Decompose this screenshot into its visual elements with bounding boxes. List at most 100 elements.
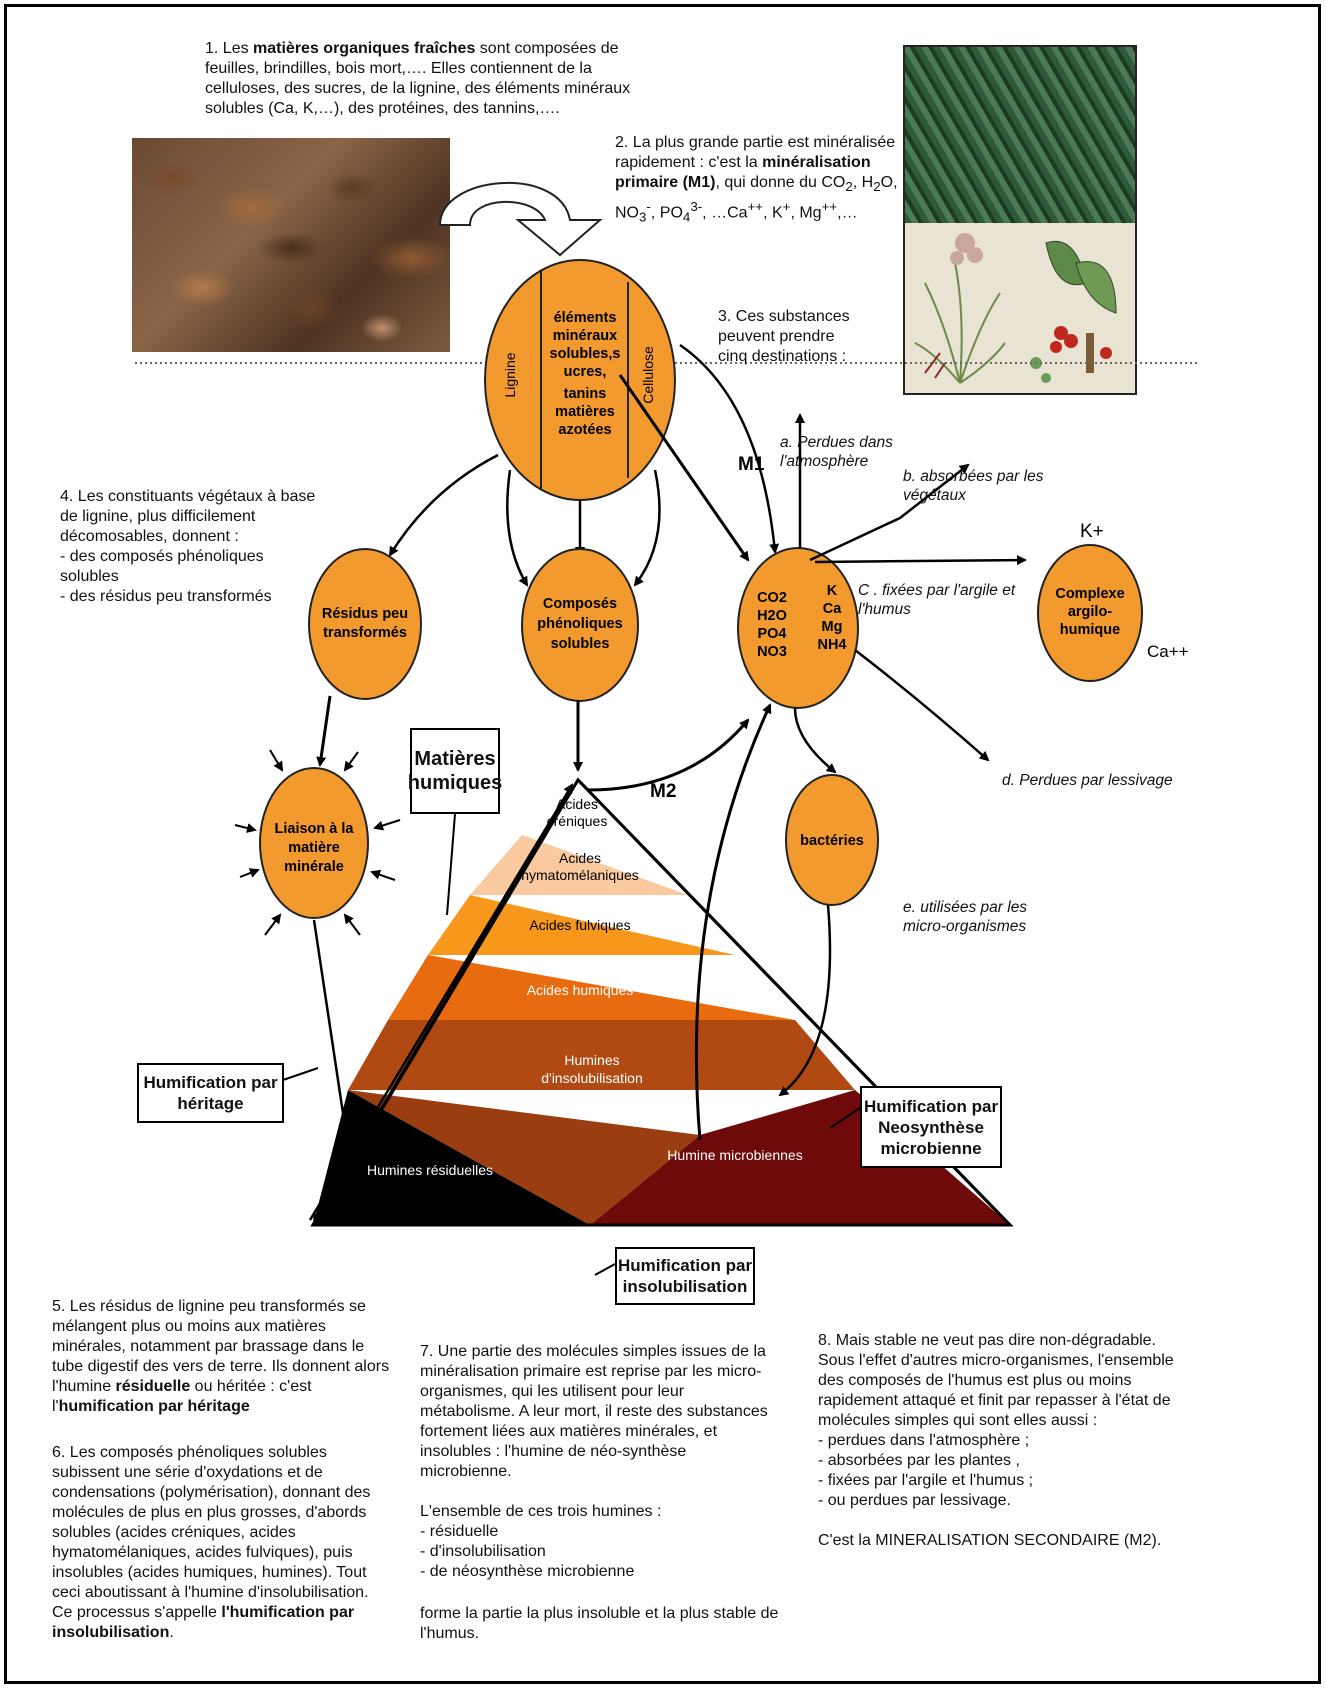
p2-text: , Mg bbox=[790, 204, 822, 222]
connector-neosynthese bbox=[829, 1107, 861, 1129]
p8-text: 8. Mais stable ne veut pas dire non-dégr… bbox=[818, 1332, 1174, 1429]
paragraph-5: 5. Les résidus de lignine peu transformé… bbox=[52, 1297, 392, 1417]
layer-humines-resid-label: Humines résiduelles bbox=[367, 1162, 493, 1178]
paragraph-3: 3. Ces substances peuvent prendre cinq d… bbox=[718, 307, 868, 367]
residus-node bbox=[308, 548, 422, 700]
destination-e: e. utilisées par les micro-organismes bbox=[903, 899, 1028, 935]
center-label-line: éléments bbox=[554, 310, 617, 326]
mineral-left-label: CO2 H2O PO4 NO3 bbox=[757, 590, 787, 660]
m2-label: M2 bbox=[650, 781, 676, 802]
p5-text: ou héritée : c'est l' bbox=[52, 1378, 312, 1415]
p2-sub: 2 bbox=[845, 179, 853, 195]
paragraph-8: 8. Mais stable ne veut pas dire non-dégr… bbox=[818, 1331, 1183, 1551]
p1-text: 1. Les bbox=[205, 40, 254, 57]
mineral-line: PO4 bbox=[757, 626, 786, 642]
curved-arrow bbox=[438, 182, 603, 257]
plant-illustration-2 bbox=[1016, 223, 1135, 393]
insolubilisation-box: Humification par insolubilisation bbox=[615, 1247, 755, 1305]
arrow-liaison-to-pyramid bbox=[312, 919, 354, 1162]
arrow-bacteries-to-micro bbox=[778, 904, 832, 1097]
p2-text: , PO bbox=[650, 204, 683, 222]
arrow-to-bacteries bbox=[793, 707, 837, 774]
fern-photo bbox=[905, 47, 1135, 223]
p4-list-item: - des résidus peu transformés bbox=[60, 588, 272, 605]
center-label-line: ucres, bbox=[564, 364, 607, 380]
bacteries-label: bactéries bbox=[800, 833, 864, 849]
p7-text: L'ensemble de ces trois humines : bbox=[420, 1503, 662, 1520]
k-plus-label: K+ bbox=[1080, 521, 1104, 542]
complexe-label-line: humique bbox=[1060, 622, 1120, 638]
arrow-m1 bbox=[618, 374, 750, 562]
mineral-line: K bbox=[827, 583, 838, 599]
center-label-line: solubles,s bbox=[550, 346, 621, 362]
p6-text: . bbox=[169, 1624, 174, 1641]
composes-label-line: phénoliques bbox=[537, 616, 622, 632]
p2-sub: 4 bbox=[682, 209, 691, 225]
p2-text: ,… bbox=[837, 204, 858, 222]
p3-text: 3. Ces substances peuvent prendre cinq d… bbox=[718, 308, 850, 365]
residus-label-line: transformés bbox=[323, 625, 407, 641]
p4-text: 4. Les constituants végétaux à base de l… bbox=[60, 488, 316, 545]
destination-d: d. Perdues par lessivage bbox=[1002, 772, 1173, 789]
lignine-label: Lignine bbox=[502, 352, 518, 397]
layer-fulviques-label: Acides fulviques bbox=[529, 917, 630, 933]
p8-list-item: - fixées par l'argile et l'humus ; bbox=[818, 1472, 1034, 1489]
layer-hymato-label: hymatomélaniques bbox=[521, 867, 639, 883]
center-label-line: tanins bbox=[564, 386, 607, 402]
p7-text: forme la partie la plus insoluble et la … bbox=[420, 1605, 779, 1642]
mineral-line: Ca bbox=[823, 601, 842, 617]
center-label-line: matières bbox=[555, 404, 615, 420]
p6-text: 6. Les composés phénoliques solubles sub… bbox=[52, 1444, 371, 1601]
page-frame bbox=[4, 4, 1321, 1684]
p2-sup: - bbox=[646, 199, 651, 215]
center-label-line: minéraux bbox=[553, 328, 617, 344]
complexe-label-line: Complexe bbox=[1055, 586, 1124, 602]
complexe-label: Complexe argilo- humique bbox=[1055, 586, 1124, 638]
residus-label: Résidus peu transformés bbox=[322, 606, 408, 641]
ca-plus-label: Ca++ bbox=[1147, 642, 1189, 661]
liaison-node bbox=[259, 767, 369, 919]
connector-insolubilisation bbox=[594, 1263, 616, 1276]
liaison-label-line: matière bbox=[288, 840, 340, 856]
p2-text: , …Ca bbox=[702, 204, 748, 222]
mineral-line: NO3 bbox=[757, 644, 787, 660]
photo-frame-border bbox=[903, 45, 1137, 395]
mineral-line: Mg bbox=[822, 619, 843, 635]
mineral-right-label: K Ca Mg NH4 bbox=[817, 583, 846, 653]
p7-list-item: - de néosynthèse microbienne bbox=[420, 1563, 635, 1580]
p5-text: 5. Les résidus de lignine peu transformé… bbox=[52, 1298, 390, 1395]
destination-a: a. Perdues dans l'atmosphère bbox=[780, 434, 893, 470]
arrow-to-composes-left bbox=[506, 469, 529, 587]
center-label-line: azotées bbox=[558, 422, 611, 438]
m1-label: M1 bbox=[738, 454, 765, 475]
connector-matieres-humiques bbox=[446, 813, 456, 916]
matieres-humiques-box: Matières humiques bbox=[408, 728, 502, 814]
p2-sup: + bbox=[782, 199, 791, 215]
paragraph-7: 7. Une partie des molécules simples issu… bbox=[420, 1342, 780, 1644]
complexe-node bbox=[1037, 544, 1143, 682]
p2-sup: ++ bbox=[821, 199, 838, 215]
p7-list-item: - d'insolubilisation bbox=[420, 1543, 546, 1560]
neosynthese-box: Humification par Neosynthèse microbienne bbox=[860, 1086, 1002, 1168]
layer-hymato-label: Acides bbox=[559, 850, 601, 866]
p7-text: 7. Une partie des molécules simples issu… bbox=[420, 1343, 768, 1480]
composes-node bbox=[521, 548, 639, 702]
pyramid-left-side-arrow-2 bbox=[308, 783, 574, 1221]
layer-creniques-label: Acides bbox=[556, 796, 598, 812]
arrow-circle-to-minerals bbox=[679, 343, 780, 554]
p4-list-item: - des composés phénoliques solubles bbox=[60, 548, 264, 585]
p1-text: sont composées de feuilles, brindilles, … bbox=[205, 40, 631, 117]
complexe-label-line: argilo- bbox=[1068, 604, 1112, 620]
arrow-m2-humines bbox=[694, 703, 772, 1141]
p7-list-item: - résiduelle bbox=[420, 1523, 499, 1540]
p5-bold: résiduelle bbox=[115, 1378, 191, 1395]
leaf-litter-photo bbox=[132, 138, 450, 352]
p2-text: , K bbox=[763, 204, 783, 222]
pyramid-labels: Acides créniques Acides hymatomélaniques… bbox=[367, 796, 803, 1178]
p1-bold: matières organiques fraîches bbox=[253, 40, 476, 57]
composes-label-line: solubles bbox=[551, 636, 610, 652]
p8-list-item: - absorbées par les plantes , bbox=[818, 1452, 1020, 1469]
arrow-to-complexe bbox=[814, 555, 1027, 566]
layer-humines-insol-label: d'insolubilisation bbox=[541, 1070, 643, 1086]
p6-text: Ce processus s'appelle bbox=[52, 1604, 222, 1621]
